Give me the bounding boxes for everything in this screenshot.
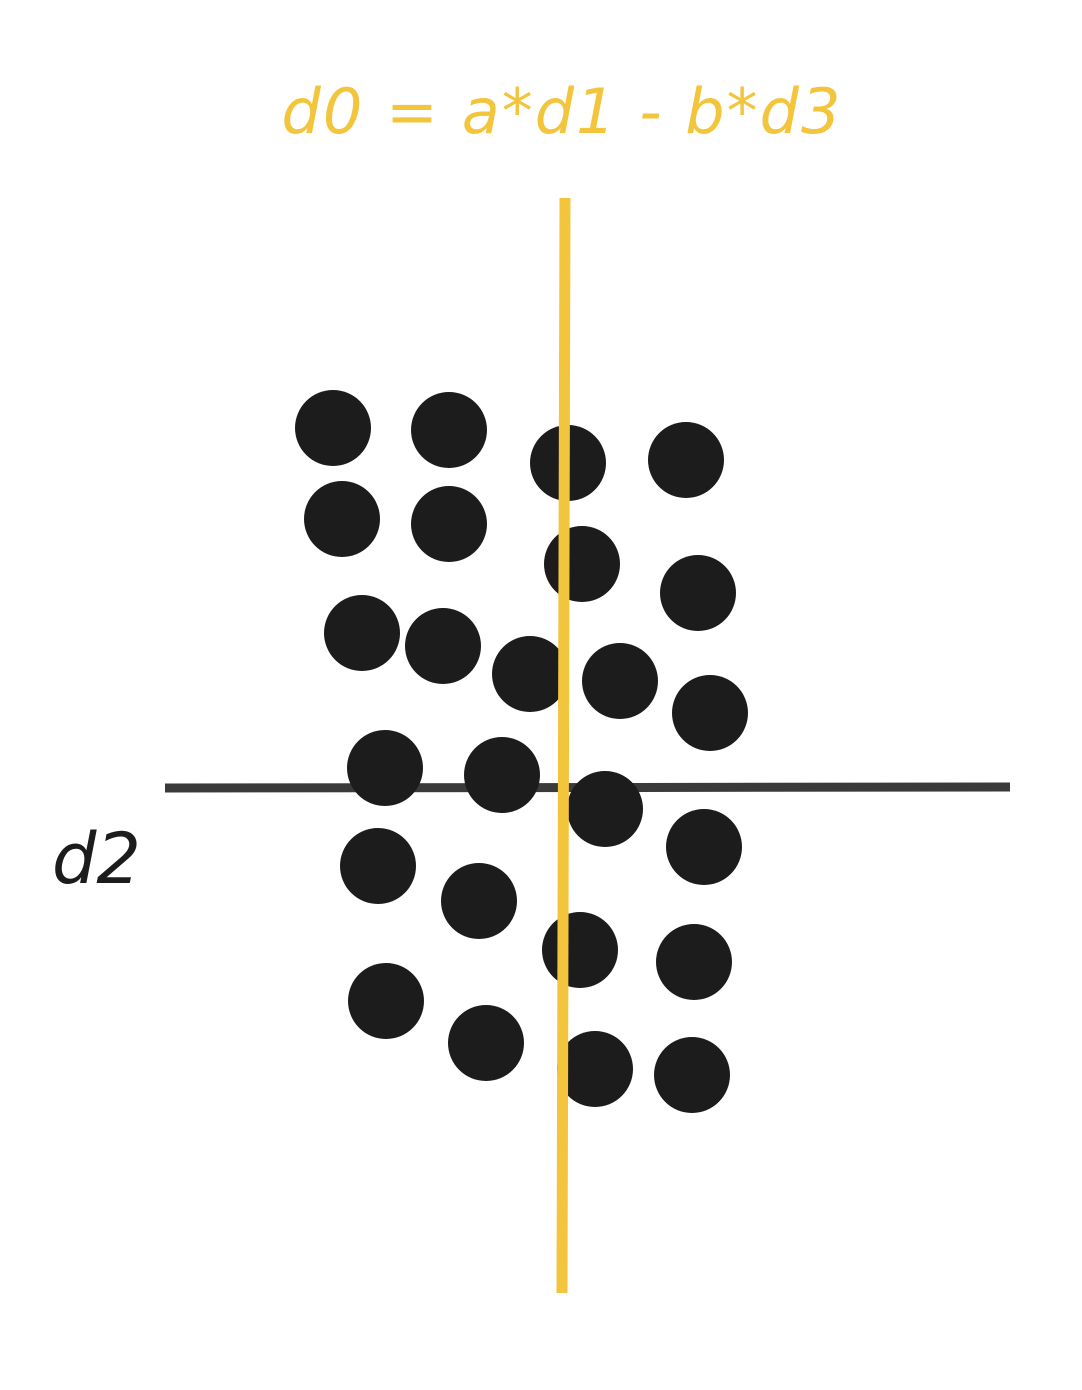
dot (660, 555, 736, 631)
dot (544, 526, 620, 602)
dot (411, 486, 487, 562)
dot (666, 809, 742, 885)
dot (656, 924, 732, 1000)
dot (654, 1037, 730, 1113)
dot (441, 863, 517, 939)
dot (348, 963, 424, 1039)
dot (464, 737, 540, 813)
dot (405, 608, 481, 684)
dot (340, 828, 416, 904)
dot (567, 771, 643, 847)
dot (672, 675, 748, 751)
dot-cluster (295, 390, 748, 1113)
dot (582, 643, 658, 719)
dot (304, 481, 380, 557)
dot (648, 422, 724, 498)
vertical-line-d0 (556, 197, 571, 1294)
dot (448, 1005, 524, 1081)
dot (492, 636, 568, 712)
dot (411, 392, 487, 468)
formula-label: d0 = a*d1 - b*d3 (282, 75, 843, 148)
dot (542, 912, 618, 988)
axis-label-d2: d2 (52, 818, 141, 900)
dot (557, 1031, 633, 1107)
dot (347, 730, 423, 806)
dot (295, 390, 371, 466)
dot (324, 595, 400, 671)
